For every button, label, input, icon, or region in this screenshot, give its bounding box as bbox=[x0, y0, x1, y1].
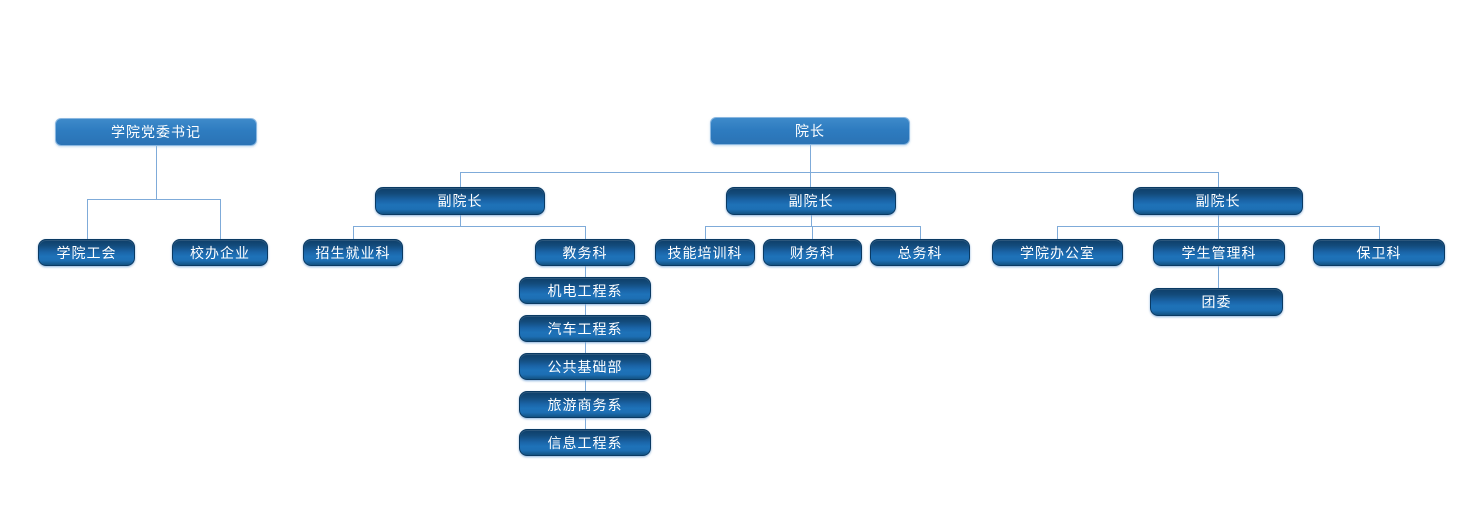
node-youth-league: 团委 bbox=[1150, 288, 1283, 316]
node-automotive-dept: 汽车工程系 bbox=[519, 315, 651, 342]
node-security: 保卫科 bbox=[1313, 239, 1445, 266]
connector-line bbox=[460, 172, 461, 187]
connector-line bbox=[812, 226, 813, 239]
connector-line bbox=[811, 215, 812, 226]
node-vice-president-2: 副院长 bbox=[726, 187, 896, 215]
connector-line bbox=[353, 226, 354, 239]
node-party-secretary: 学院党委书记 bbox=[55, 118, 257, 146]
node-general-affairs: 总务科 bbox=[870, 239, 970, 266]
connector-line bbox=[460, 215, 461, 226]
connector-line bbox=[1218, 226, 1219, 239]
connector-line bbox=[1057, 226, 1058, 239]
connector-line bbox=[353, 226, 586, 227]
node-vice-president-3: 副院长 bbox=[1133, 187, 1303, 215]
connector-line bbox=[585, 418, 586, 429]
connector-line bbox=[810, 145, 811, 187]
node-admissions-employment: 招生就业科 bbox=[303, 239, 403, 266]
connector-line bbox=[585, 380, 586, 391]
connector-line bbox=[87, 199, 88, 239]
connector-line bbox=[1218, 172, 1219, 187]
node-college-office: 学院办公室 bbox=[992, 239, 1123, 266]
connector-line bbox=[1218, 266, 1219, 288]
node-union: 学院工会 bbox=[38, 239, 135, 266]
node-public-basic-dept: 公共基础部 bbox=[519, 353, 651, 380]
connector-line bbox=[220, 199, 221, 239]
connector-line bbox=[705, 226, 706, 239]
node-skills-training: 技能培训科 bbox=[655, 239, 755, 266]
connector-line bbox=[87, 199, 221, 200]
connector-line bbox=[920, 226, 921, 239]
connector-line bbox=[585, 266, 586, 277]
connector-line bbox=[1379, 226, 1380, 239]
connector-line bbox=[156, 146, 157, 199]
connector-line bbox=[1218, 215, 1219, 226]
connector-line bbox=[705, 226, 921, 227]
node-vice-president-1: 副院长 bbox=[375, 187, 545, 215]
node-information-eng-dept: 信息工程系 bbox=[519, 429, 651, 456]
connector-line bbox=[585, 304, 586, 315]
node-president: 院长 bbox=[710, 117, 910, 145]
connector-line bbox=[585, 226, 586, 239]
connector-line bbox=[585, 342, 586, 353]
node-student-management: 学生管理科 bbox=[1153, 239, 1285, 266]
connector-line bbox=[460, 172, 1219, 173]
node-finance: 财务科 bbox=[763, 239, 862, 266]
node-tourism-business-dept: 旅游商务系 bbox=[519, 391, 651, 418]
node-mechatronics-dept: 机电工程系 bbox=[519, 277, 651, 304]
node-academic-affairs: 教务科 bbox=[535, 239, 635, 266]
node-school-enterprise: 校办企业 bbox=[172, 239, 268, 266]
